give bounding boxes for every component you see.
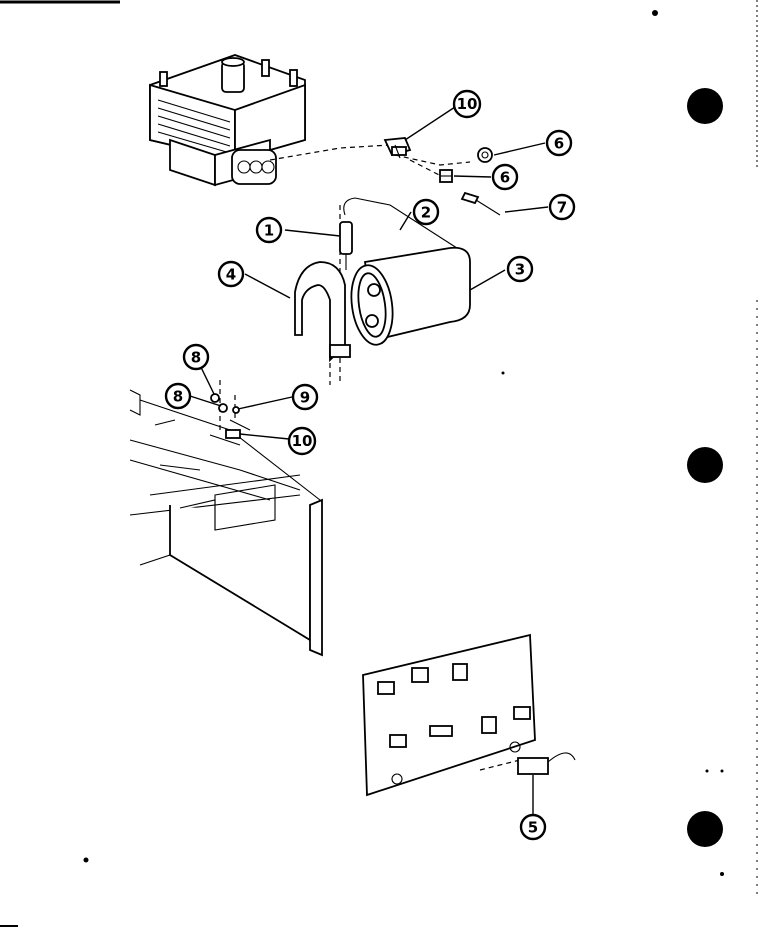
- board-terminal: [377, 663, 531, 748]
- capacitor-bracket: [294, 261, 351, 363]
- magnetron: [149, 54, 306, 187]
- binder-hole-top: [687, 88, 723, 124]
- callout-3: 3: [506, 255, 534, 283]
- callout-10-upper-label: 10: [457, 95, 478, 113]
- callout-9-label: 9: [300, 389, 310, 407]
- callout-3-label: 3: [515, 261, 525, 279]
- binder-hole-middle: [687, 447, 723, 483]
- callout-7-label: 7: [557, 199, 567, 217]
- callout-4-label: 4: [226, 266, 236, 284]
- circuit-board: [362, 633, 536, 797]
- noise-filter: [517, 752, 576, 775]
- binder-holes: [687, 88, 723, 847]
- fuse-holder-bracket: [383, 137, 412, 159]
- callout-8-upper-label: 8: [191, 349, 201, 367]
- mount-screws: [210, 393, 241, 439]
- callout-6-lower: 6: [491, 163, 519, 191]
- callout-2: 2: [412, 198, 440, 226]
- callout-10-upper: 10: [452, 89, 482, 119]
- callout-8-lower-label: 8: [173, 388, 183, 406]
- callout-6-upper-label: 6: [554, 135, 564, 153]
- binder-hole-bottom: [687, 811, 723, 847]
- nut-part: [477, 147, 493, 163]
- callout-2-label: 2: [421, 204, 431, 222]
- callout-5: 5: [519, 813, 547, 841]
- leader-lines: [189, 106, 549, 815]
- probe-part: [460, 191, 501, 216]
- callout-9: 9: [291, 383, 319, 411]
- callout-7: 7: [548, 193, 576, 221]
- callout-4: 4: [217, 260, 245, 288]
- diode: [339, 197, 461, 270]
- callout-8-upper: 8: [182, 343, 210, 371]
- callout-8-lower: 8: [164, 382, 192, 410]
- callout-10-lower-label: 10: [292, 432, 313, 450]
- callout-10-lower: 10: [287, 426, 317, 456]
- callout-1: 1: [255, 216, 283, 244]
- callout-1-label: 1: [264, 222, 274, 240]
- callout-6-lower-label: 6: [500, 169, 510, 187]
- callout-5-label: 5: [528, 819, 538, 837]
- oven-cavity-section: [129, 389, 323, 657]
- terminal-part: [439, 169, 453, 183]
- capacitor: [350, 246, 471, 346]
- callout-6-upper: 6: [545, 129, 573, 157]
